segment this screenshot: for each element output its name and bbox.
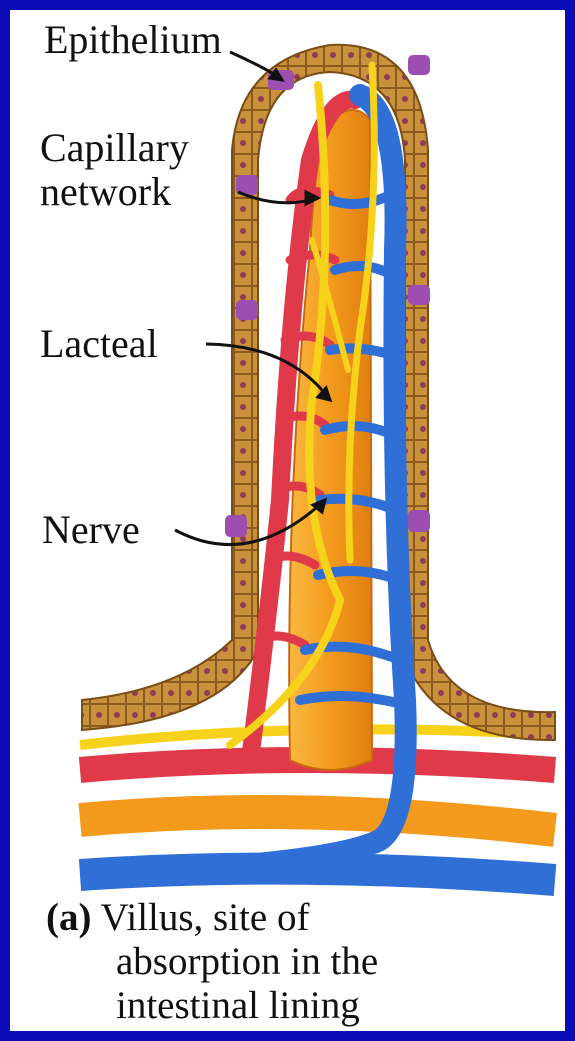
caption-line2: absorption in the xyxy=(46,940,378,984)
label-lacteal: Lacteal xyxy=(40,322,158,366)
label-capillary-line2: network xyxy=(40,170,171,214)
label-epithelium: Epithelium xyxy=(44,18,222,62)
label-capillary-line1: Capillary xyxy=(40,126,189,170)
caption-line3: intestinal lining xyxy=(46,984,378,1028)
caption-line1: Villus, site of xyxy=(101,896,310,939)
label-nerve: Nerve xyxy=(42,508,140,552)
figure-caption: (a) Villus, site of absorption in the in… xyxy=(46,896,378,1028)
caption-tag: (a) xyxy=(46,896,91,939)
